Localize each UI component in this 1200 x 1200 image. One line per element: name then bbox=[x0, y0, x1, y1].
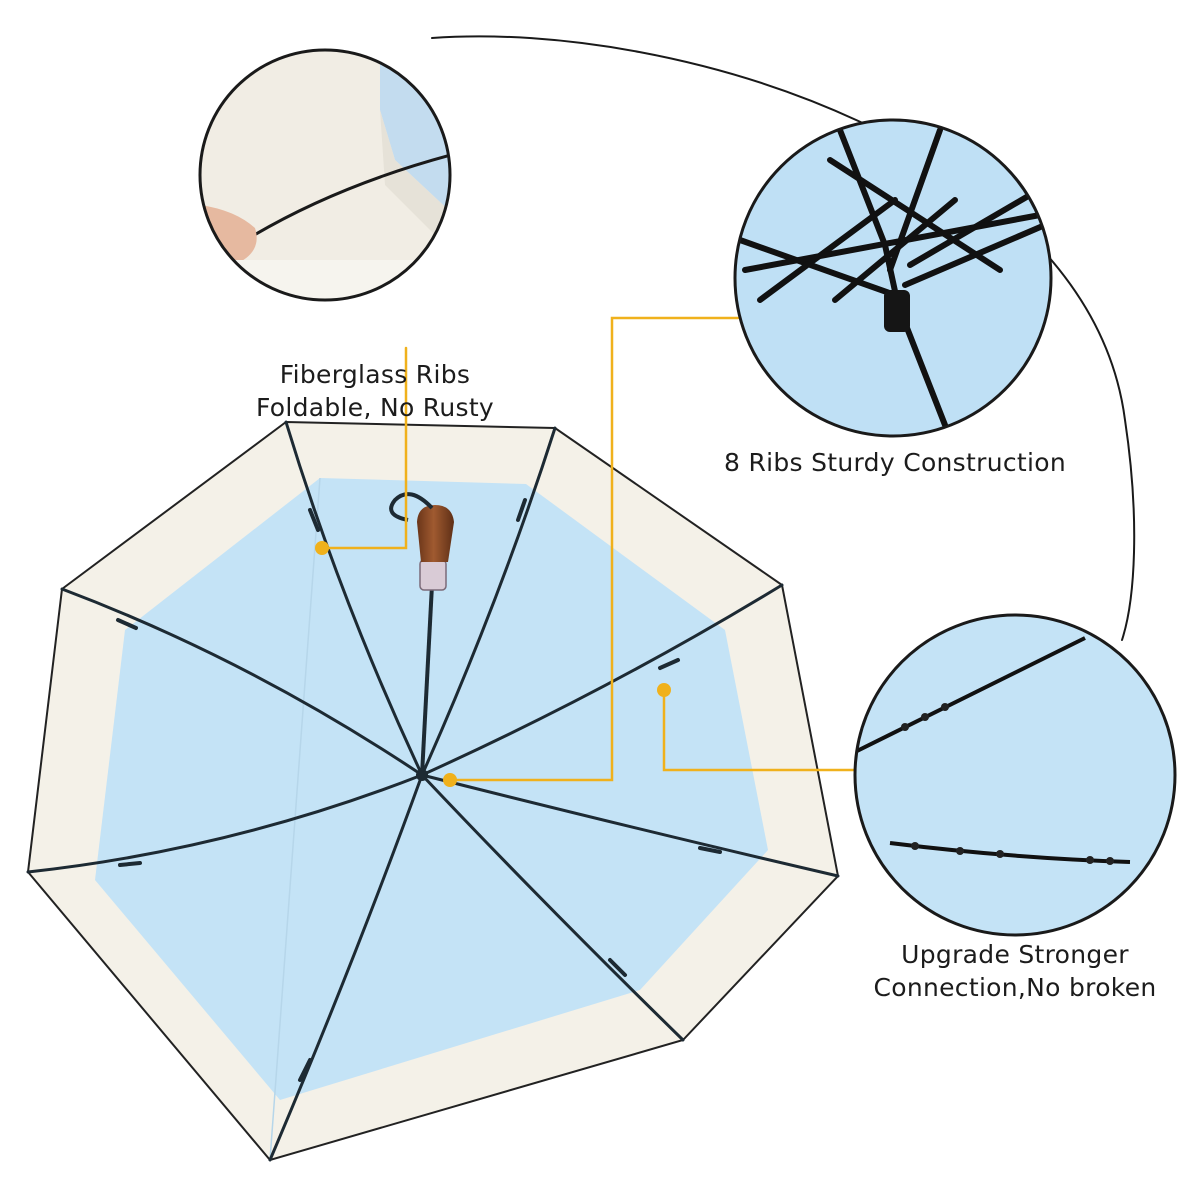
caption-8-ribs: 8 Ribs Sturdy Construction bbox=[700, 446, 1090, 479]
closeup-fiberglass-rib bbox=[198, 48, 511, 302]
rib bbox=[420, 426, 557, 777]
closeup-rib-frame bbox=[733, 118, 1053, 438]
umbrella-center-cap bbox=[416, 769, 428, 781]
caption-line: Foldable, No Rusty bbox=[255, 393, 495, 422]
connector-fiberglass bbox=[320, 346, 408, 550]
connector-dot bbox=[657, 683, 671, 697]
caption-line: 8 Ribs Sturdy Construction bbox=[724, 448, 1066, 477]
connector-connection bbox=[662, 688, 860, 772]
connector-dot bbox=[315, 541, 329, 555]
connector-ribs bbox=[448, 316, 740, 782]
hand-icon bbox=[460, 110, 511, 183]
rib bbox=[420, 773, 840, 878]
canopy-panel bbox=[95, 478, 768, 1100]
umbrella-shaft-handle bbox=[389, 492, 454, 781]
frame-hub bbox=[884, 290, 910, 332]
umbrella-canopy bbox=[26, 420, 840, 1162]
rib bbox=[420, 773, 685, 1042]
connector-dot bbox=[443, 773, 457, 787]
caption-line: Upgrade Stronger bbox=[901, 940, 1129, 969]
wrist-strap-icon bbox=[389, 492, 434, 522]
rib bbox=[26, 773, 424, 874]
rib bbox=[60, 587, 424, 777]
wooden-handle-icon bbox=[417, 505, 454, 562]
caption-line: Connection,No broken bbox=[873, 973, 1157, 1002]
caption-stronger-connection: Upgrade Stronger Connection,No broken bbox=[845, 938, 1185, 1004]
umbrella-ribs bbox=[26, 420, 840, 1162]
closeup-circle-outline bbox=[733, 118, 1053, 438]
rib bbox=[420, 583, 784, 777]
caption-fiberglass-ribs: Fiberglass Ribs Foldable, No Rusty bbox=[215, 358, 535, 424]
rib bbox=[268, 773, 424, 1162]
closeup-rib-joint bbox=[853, 613, 1177, 937]
closeup-circle-outline bbox=[198, 48, 452, 302]
rib bbox=[284, 420, 424, 777]
closeup-circle-outline bbox=[853, 613, 1177, 937]
handle-collar bbox=[419, 559, 447, 591]
caption-line: Fiberglass Ribs bbox=[279, 360, 471, 389]
